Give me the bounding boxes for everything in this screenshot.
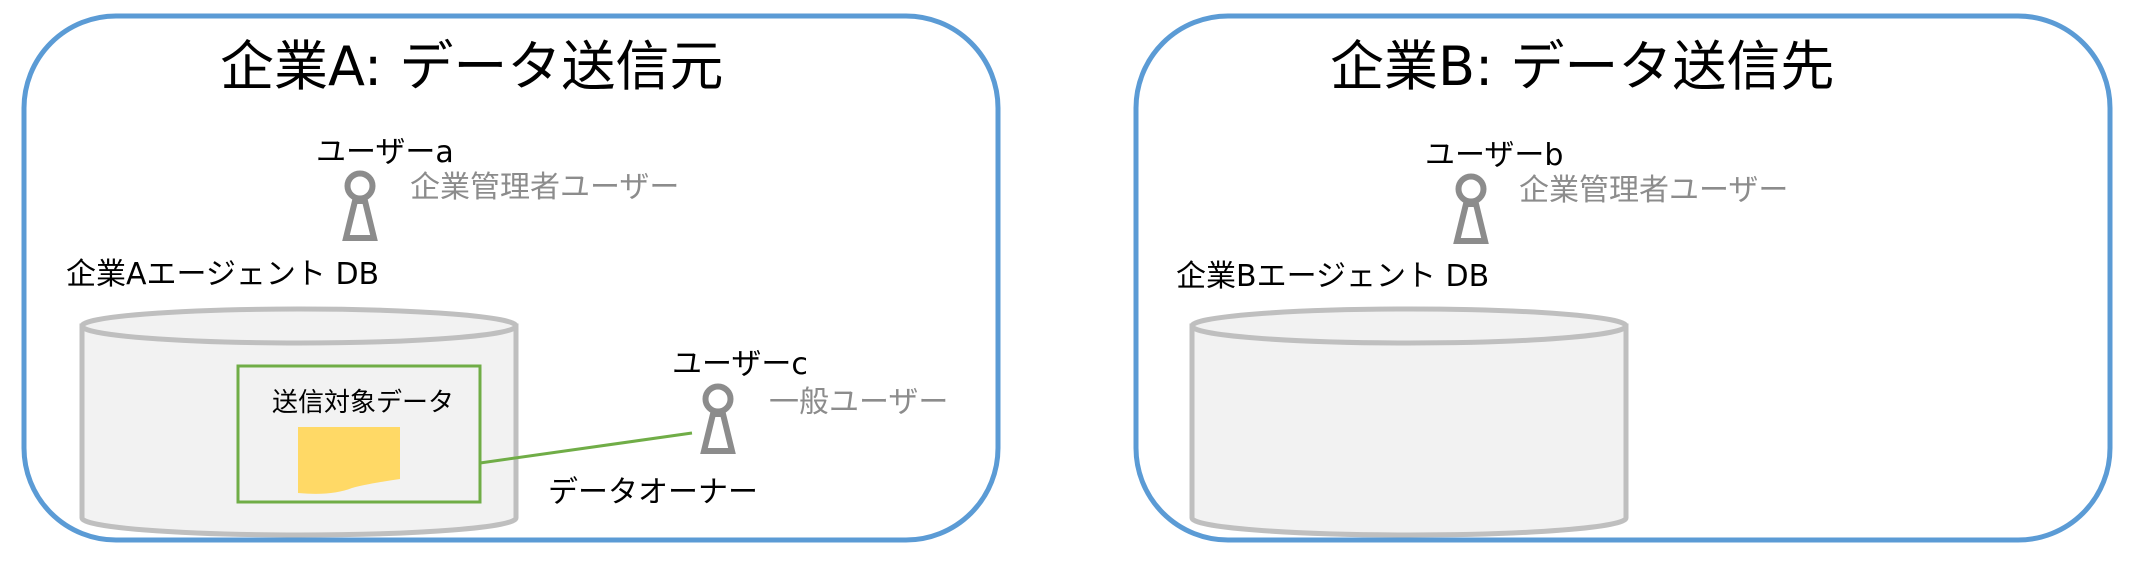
company-b-title: 企業B: データ送信先	[1330, 35, 1835, 98]
user-a-person-icon	[342, 170, 378, 241]
database-b-icon	[1189, 306, 1629, 538]
user-b-name: ユーザーb	[1425, 138, 1564, 173]
owner-connector-line	[479, 431, 693, 465]
user-a-name: ユーザーa	[316, 135, 454, 170]
database-a-label: 企業Aエージェント DB	[66, 257, 380, 292]
database-b-label: 企業Bエージェント DB	[1176, 259, 1490, 294]
user-c-name: ユーザーc	[672, 347, 808, 382]
user-a-role: 企業管理者ユーザー	[410, 170, 680, 205]
target-data-label: 送信対象データ	[272, 388, 455, 418]
target-data-box	[236, 364, 482, 504]
user-b-role: 企業管理者ユーザー	[1519, 173, 1789, 208]
company-a-title: 企業A: データ送信元	[220, 35, 724, 98]
user-c-person-icon	[700, 383, 736, 454]
user-c-role: 一般ユーザー	[769, 385, 949, 420]
data-owner-label: データオーナー	[548, 475, 758, 510]
user-b-person-icon	[1453, 173, 1489, 244]
document-icon	[298, 427, 400, 494]
